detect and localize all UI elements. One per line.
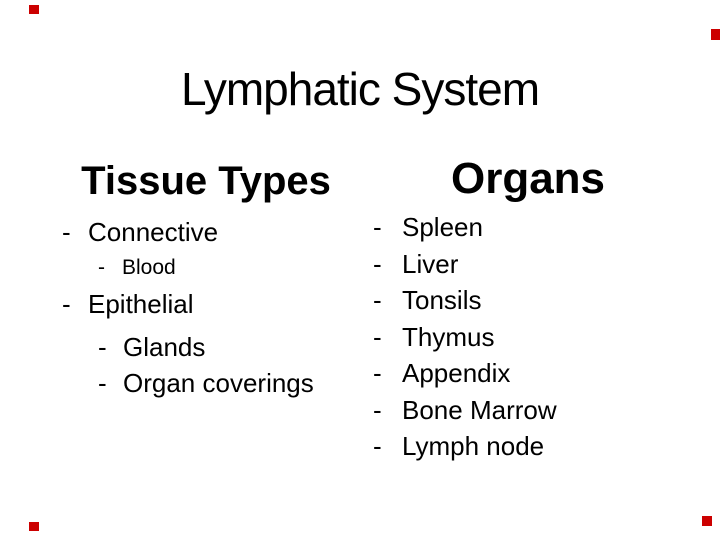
dash-bullet: - [373, 212, 382, 242]
list-item-epithelial: - Epithelial [55, 286, 395, 322]
list-item-label: Spleen [402, 212, 483, 242]
corner-mark-top-left [29, 5, 39, 14]
dash-bullet: - [373, 321, 382, 352]
list-item-glands: - Glands [55, 329, 395, 365]
list-item-connective: - Connective [55, 214, 395, 250]
list-item-lymph-node: - Lymph node [373, 428, 673, 465]
organs-heading: Organs [450, 154, 606, 203]
list-item-label: Bone Marrow [402, 394, 557, 425]
tissue-types-heading: Tissue Types [81, 159, 331, 203]
list-item-label: Epithelial [88, 289, 194, 319]
tissue-types-list: - Connective - Blood - Epithelial - Glan… [55, 214, 395, 401]
list-item-label: Appendix [402, 358, 511, 388]
corner-mark-bottom-right [702, 516, 712, 526]
list-item-label: Blood [122, 256, 176, 279]
dash-bullet: - [62, 289, 71, 319]
list-item-label: Organ coverings [123, 368, 314, 398]
slide-title: Lymphatic System [180, 63, 540, 115]
list-item-label: Glands [123, 332, 206, 362]
dash-bullet: - [373, 285, 382, 315]
list-item-thymus: - Thymus [373, 319, 673, 356]
list-item-label: Lymph node [402, 431, 545, 461]
list-item-label: Liver [402, 248, 459, 279]
corner-mark-top-right [711, 29, 720, 40]
list-item-label: Thymus [402, 321, 495, 352]
dash-bullet: - [373, 248, 382, 279]
list-item-label: Connective [88, 217, 219, 247]
list-item-tonsils: - Tonsils [373, 282, 673, 319]
dash-bullet: - [98, 256, 105, 279]
organs-list: - Spleen - Liver - Tonsils - Thymus - Ap… [373, 209, 673, 465]
list-item-blood: - Blood [55, 250, 395, 286]
dash-bullet: - [98, 368, 107, 398]
dash-bullet: - [62, 217, 71, 247]
list-item-appendix: - Appendix [373, 355, 673, 392]
list-item-organ-coverings: - Organ coverings [55, 365, 395, 401]
corner-mark-bottom-left [29, 522, 39, 531]
dash-bullet: - [98, 332, 107, 362]
list-item-bone-marrow: - Bone Marrow [373, 392, 673, 429]
dash-bullet: - [373, 431, 382, 461]
list-item-spleen: - Spleen [373, 209, 673, 246]
list-item-label: Tonsils [402, 285, 482, 315]
dash-bullet: - [373, 394, 382, 425]
list-item-liver: - Liver [373, 246, 673, 283]
dash-bullet: - [373, 358, 382, 388]
